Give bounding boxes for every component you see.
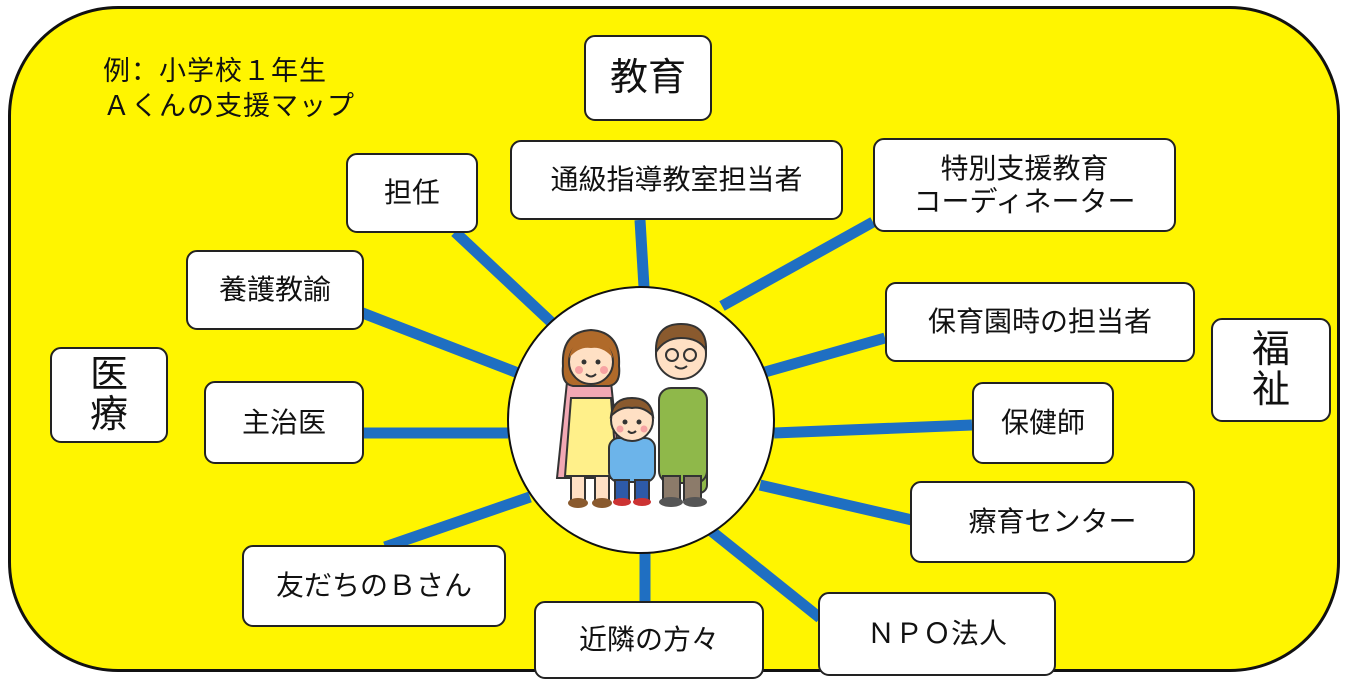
node-public-health-nurse: 保健師 xyxy=(972,382,1114,464)
connector-homeroom xyxy=(451,227,555,327)
connector-public-health-nurse xyxy=(773,419,973,439)
connector-school-nurse xyxy=(358,306,520,379)
node-special-support-coordinator: 特別支援教育 コーディネーター xyxy=(873,138,1176,232)
connector-development-center xyxy=(758,479,914,526)
mother-figure xyxy=(555,328,623,508)
node-school-nurse: 養護教諭 xyxy=(186,250,364,330)
father-figure xyxy=(654,322,708,507)
node-neighbors: 近隣の方々 xyxy=(534,601,764,679)
connector-nursery-teacher xyxy=(763,332,887,378)
family-illustration xyxy=(555,322,708,508)
connector-resource-room xyxy=(634,219,650,288)
node-friend: 友だちのＢさん xyxy=(242,545,506,627)
node-nursery-teacher: 保育園時の担当者 xyxy=(885,282,1195,362)
center-family-circle xyxy=(507,286,775,554)
category-medical: 医 療 xyxy=(50,347,168,443)
node-npo: ＮＰＯ法人 xyxy=(818,592,1056,676)
connector-coordinator xyxy=(719,217,876,311)
connector-friend xyxy=(383,491,532,553)
category-welfare: 福 祉 xyxy=(1211,318,1331,422)
child-figure xyxy=(608,396,656,506)
connector-npo xyxy=(706,525,824,623)
node-homeroom-teacher: 担任 xyxy=(346,153,478,233)
node-development-center: 療育センター xyxy=(910,481,1195,563)
category-education: 教育 xyxy=(584,35,712,121)
node-family-doctor: 主治医 xyxy=(204,381,364,464)
node-resource-room-teacher: 通級指導教室担当者 xyxy=(510,140,843,220)
example-title: 例：小学校１年生 Ａくんの支援マップ xyxy=(103,56,355,123)
